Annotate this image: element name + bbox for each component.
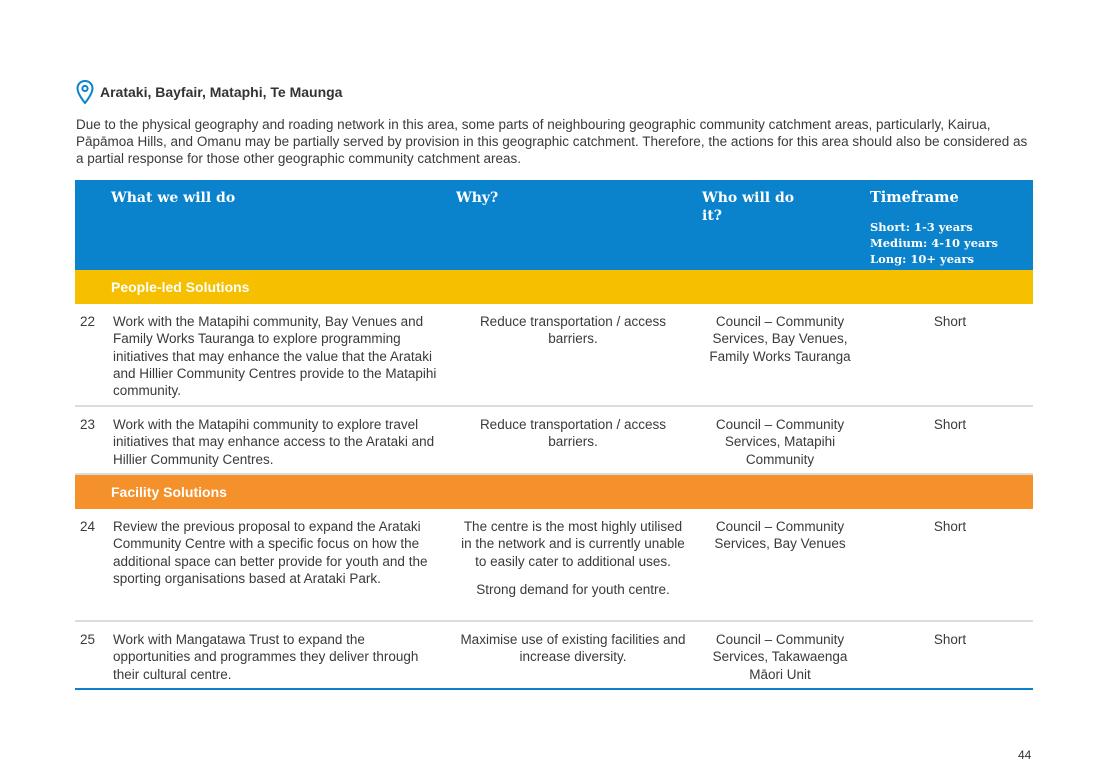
- row-number: 23: [80, 417, 96, 432]
- section-people-led: People-led Solutions: [75, 270, 1033, 304]
- row-number: 25: [80, 632, 96, 647]
- row-why: Reduce transportation / access barriers.: [458, 313, 688, 348]
- row-why-text: Maximise use of existing facilities and …: [460, 632, 686, 665]
- row-timeframe: Short: [933, 519, 967, 534]
- header-what: What we will do: [111, 190, 236, 206]
- section-facility: Facility Solutions: [75, 475, 1033, 509]
- timeframe-short: Short: 1-3 years: [870, 220, 973, 234]
- map-pin-icon: [76, 80, 94, 104]
- row-number: 24: [80, 519, 96, 534]
- table-row: 24 Review the previous proposal to expan…: [75, 509, 1033, 622]
- row-who: Council – Community Services, Bay Venues…: [709, 314, 851, 364]
- intro-paragraph: Due to the physical geography and roadin…: [76, 117, 1028, 166]
- row-who: Council – Community Services, Takawaenga…: [712, 632, 848, 682]
- row-number: 22: [80, 314, 96, 329]
- row-why-text: Strong demand for youth centre.: [476, 581, 670, 597]
- page-number: 44: [1018, 748, 1032, 762]
- row-why-text: Reduce transportation / access barriers.: [479, 417, 667, 450]
- row-why: Reduce transportation / access barriers.: [458, 416, 688, 451]
- row-what: Work with the Matapihi community to expl…: [113, 417, 435, 467]
- header-who: Who will do it?: [702, 190, 795, 224]
- row-why: The centre is the most highly utilised i…: [458, 518, 688, 598]
- row-why-text: Reduce transportation / access barriers.: [479, 314, 667, 347]
- row-why-text: The centre is the most highly utilised i…: [461, 519, 685, 569]
- row-why: Maximise use of existing facilities and …: [458, 631, 688, 666]
- row-timeframe: Short: [933, 314, 967, 329]
- row-timeframe: Short: [933, 632, 967, 647]
- row-who: Council – Community Services, Bay Venues: [714, 519, 846, 552]
- row-who: Council – Community Services, Matapihi C…: [715, 417, 845, 467]
- section-heading: Arataki, Bayfair, Mataphi, Te Maunga: [76, 80, 342, 104]
- row-what: Work with Mangatawa Trust to expand the …: [113, 632, 419, 682]
- header-timeframe: Timeframe: [870, 189, 959, 206]
- table-header: What we will do Why? Who will do it? Tim…: [75, 180, 1033, 270]
- table-row: 25 Work with Mangatawa Trust to expand t…: [75, 622, 1033, 690]
- section-title: Arataki, Bayfair, Mataphi, Te Maunga: [100, 84, 343, 100]
- header-why: Why?: [456, 190, 499, 206]
- timeframe-long: Long: 10+ years: [870, 252, 975, 266]
- timeframe-medium: Medium: 4-10 years: [870, 236, 998, 250]
- row-timeframe: Short: [933, 417, 967, 432]
- row-what: Work with the Matapihi community, Bay Ve…: [113, 314, 437, 399]
- table-row: 23 Work with the Matapihi community to e…: [75, 407, 1033, 475]
- table-row: 22 Work with the Matapihi community, Bay…: [75, 304, 1033, 407]
- timeframe-legend: Short: 1-3 years Medium: 4-10 years Long…: [870, 219, 998, 267]
- row-what: Review the previous proposal to expand t…: [113, 519, 428, 586]
- actions-table: What we will do Why? Who will do it? Tim…: [75, 180, 1033, 690]
